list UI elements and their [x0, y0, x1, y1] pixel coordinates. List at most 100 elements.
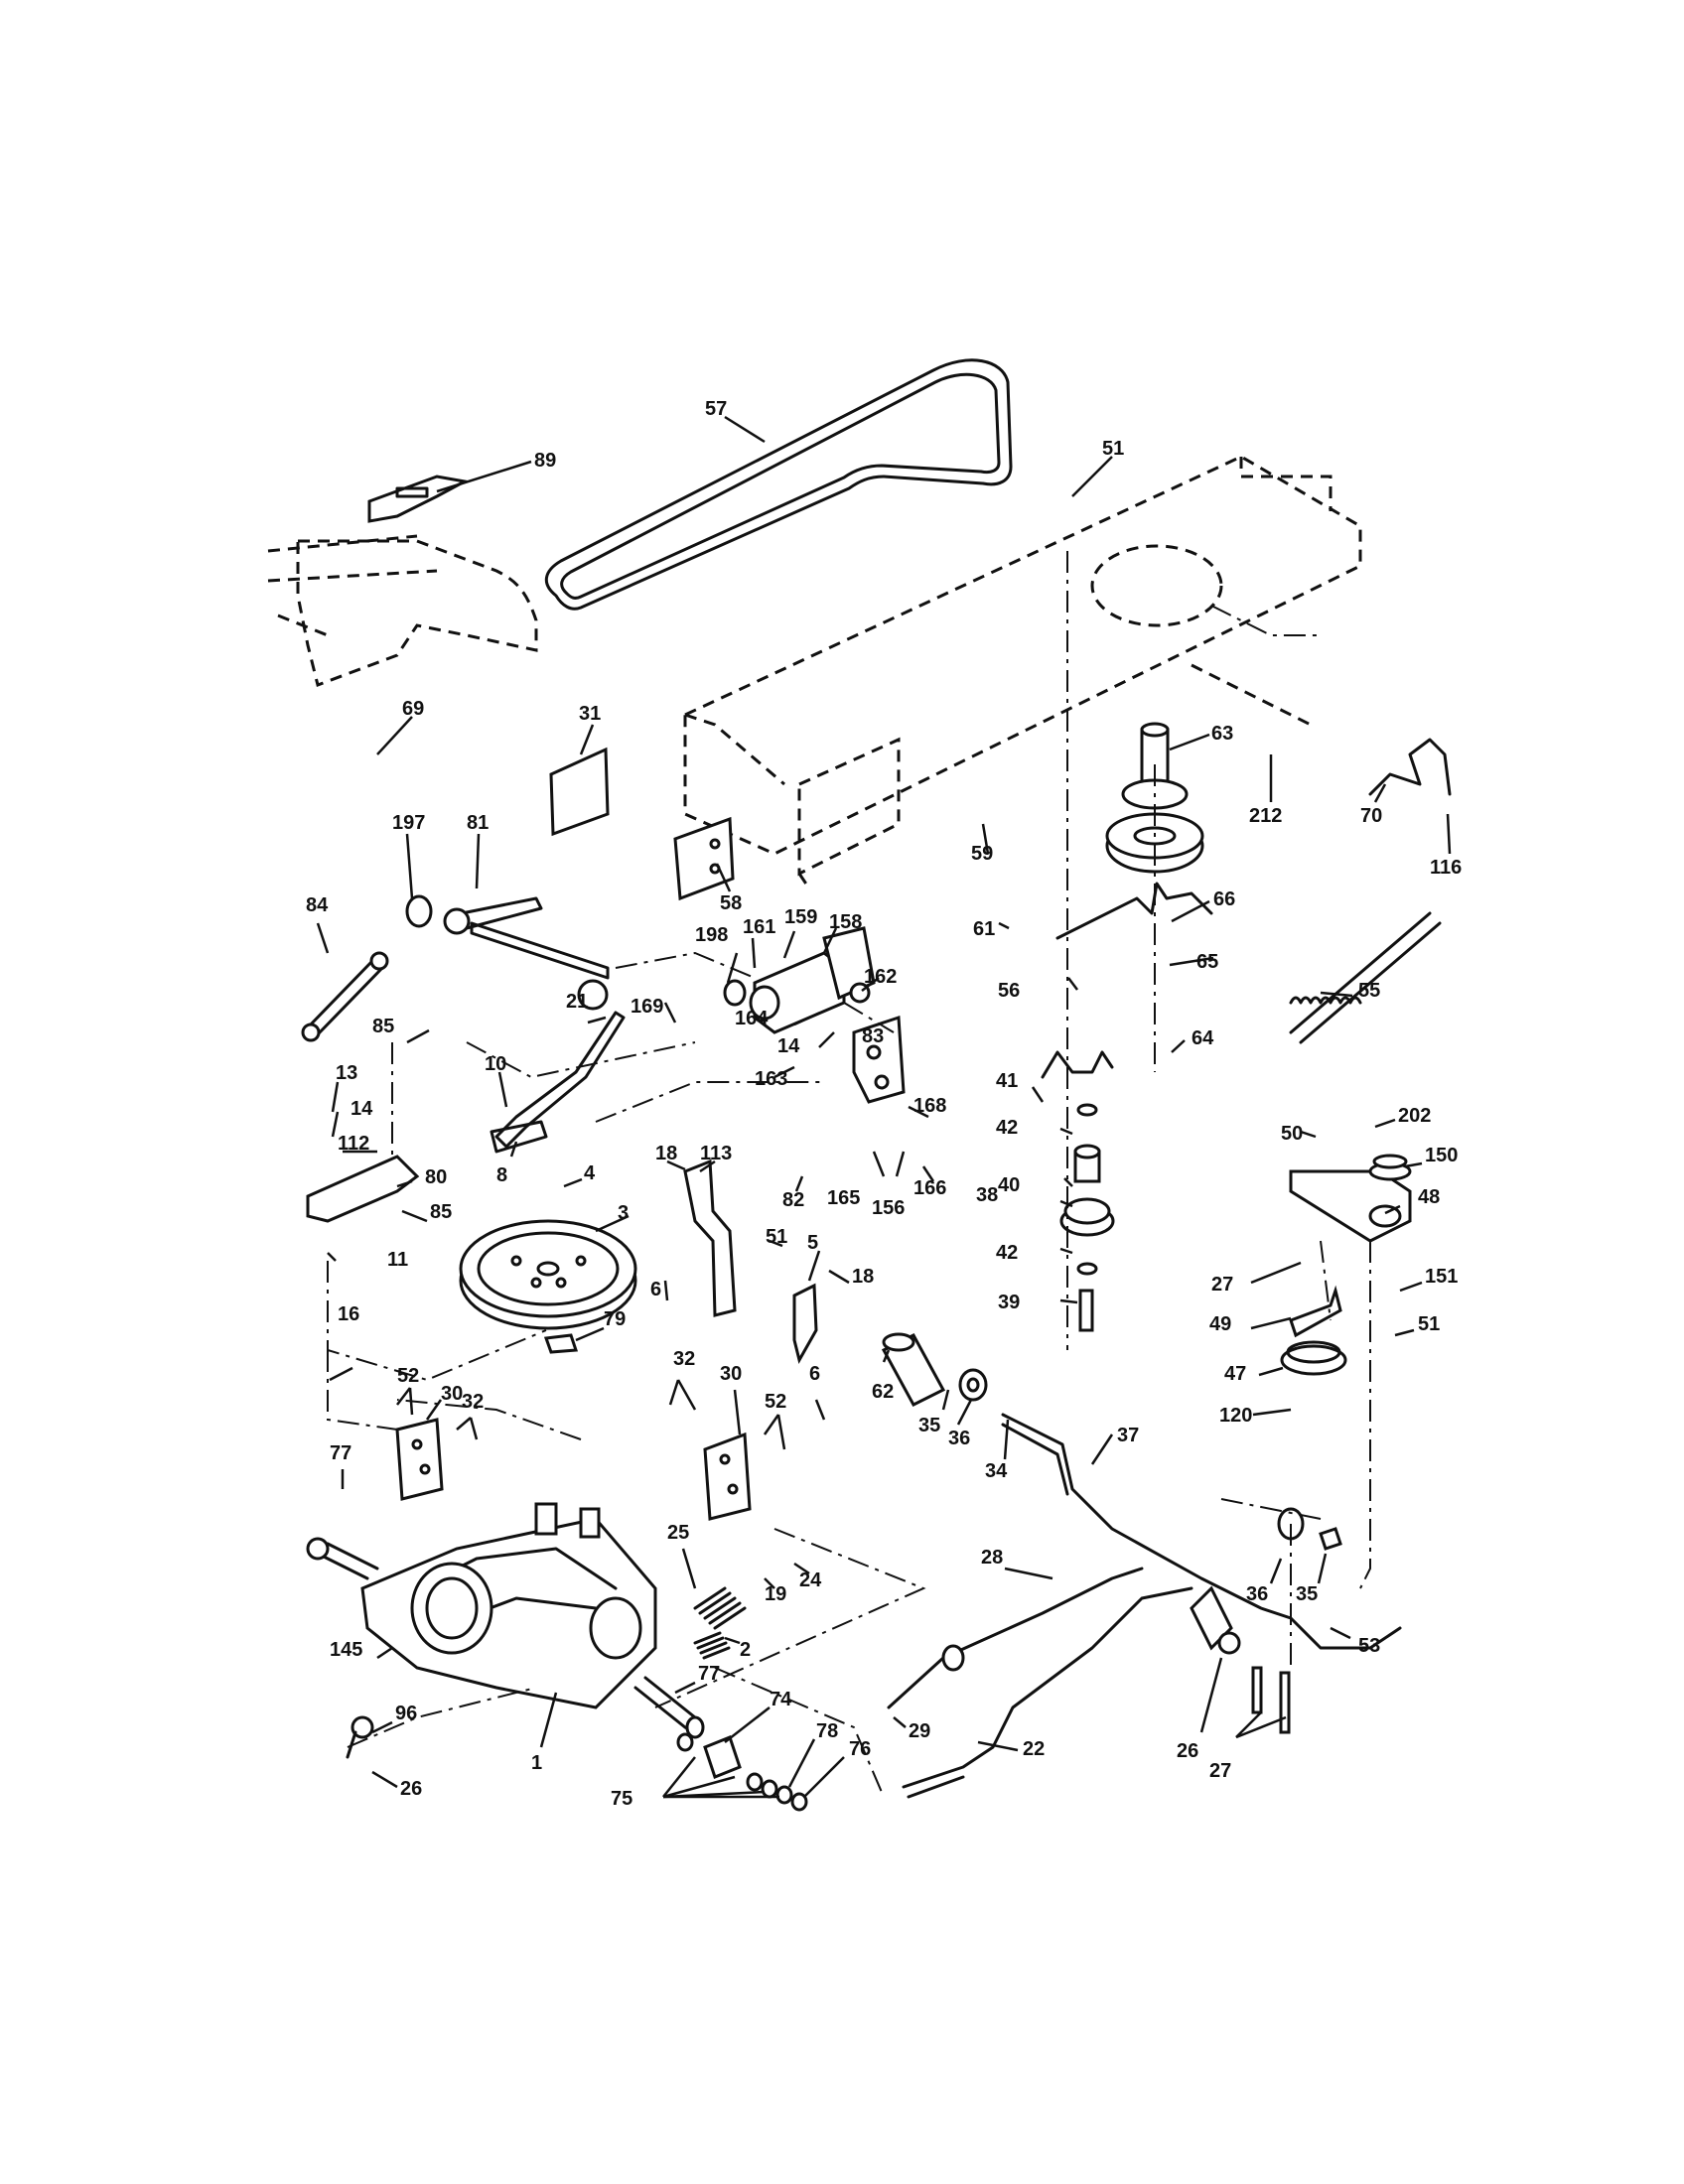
- shift-bracket-31: [549, 747, 610, 837]
- label-part-159: 159: [784, 906, 817, 928]
- label-part-84: 84: [306, 894, 329, 916]
- label-part-24: 24: [799, 1570, 822, 1591]
- label-part-29: 29: [909, 1720, 930, 1742]
- label-part-51: 51: [766, 1226, 787, 1248]
- label-part-113: 113: [700, 1143, 732, 1164]
- shift-lever-8: [490, 1011, 626, 1154]
- label-part-25: 25: [667, 1522, 689, 1544]
- label-part-166: 166: [913, 1177, 946, 1199]
- label-part-47: 47: [1224, 1363, 1246, 1385]
- label-part-81: 81: [467, 812, 489, 834]
- rod-22: [902, 1586, 1193, 1799]
- label-part-40: 40: [998, 1174, 1020, 1196]
- label-part-197: 197: [392, 812, 425, 834]
- spring-55: [1289, 911, 1442, 1044]
- label-part-77: 77: [698, 1663, 720, 1685]
- label-part-165: 165: [827, 1187, 860, 1209]
- label-part-77: 77: [330, 1442, 351, 1464]
- label-part-26: 26: [1177, 1740, 1198, 1762]
- label-part-53: 53: [1358, 1635, 1380, 1657]
- label-part-18: 18: [655, 1143, 677, 1164]
- bushing-197: [405, 894, 433, 928]
- label-part-83: 83: [862, 1025, 884, 1047]
- label-part-85: 85: [430, 1201, 452, 1223]
- label-part-164: 164: [735, 1008, 769, 1029]
- label-part-89: 89: [534, 450, 556, 472]
- label-part-52: 52: [397, 1365, 419, 1387]
- label-part-28: 28: [981, 1547, 1003, 1569]
- label-part-145: 145: [330, 1639, 362, 1661]
- bracket-30-right: [703, 1432, 752, 1521]
- label-part-27: 27: [1211, 1274, 1233, 1296]
- label-part-79: 79: [604, 1308, 626, 1330]
- label-part-69: 69: [402, 698, 424, 720]
- label-part-156: 156: [872, 1197, 905, 1219]
- label-part-21: 21: [566, 991, 588, 1013]
- label-part-151: 151: [1425, 1266, 1458, 1288]
- callout-labels: 57 89 51 69 31 63 212 70 116 197 81 58 5…: [306, 398, 1462, 1810]
- idler-spindle-63: [1105, 722, 1204, 874]
- reference-lines: [327, 551, 1371, 1798]
- label-part-4: 4: [584, 1162, 596, 1184]
- label-part-64: 64: [1192, 1027, 1214, 1049]
- label-part-55: 55: [1358, 980, 1380, 1002]
- label-part-169: 169: [631, 996, 663, 1018]
- rod-34: [1001, 1413, 1402, 1650]
- shift-knob-21: [577, 979, 609, 1011]
- nut-35-right: [1319, 1527, 1342, 1551]
- label-part-2: 2: [740, 1639, 751, 1661]
- label-part-30: 30: [441, 1383, 463, 1405]
- label-part-56: 56: [998, 980, 1020, 1002]
- bracket-165: [852, 1015, 906, 1104]
- label-part-82: 82: [782, 1189, 804, 1211]
- label-part-39: 39: [998, 1292, 1020, 1313]
- label-part-37: 37: [1117, 1425, 1139, 1446]
- tractor-frame-outline: [683, 455, 1362, 889]
- label-part-34: 34: [985, 1460, 1008, 1482]
- label-part-35: 35: [1296, 1583, 1318, 1605]
- pulley-47: [1280, 1340, 1347, 1376]
- label-part-212: 212: [1249, 805, 1282, 827]
- label-part-51: 51: [1102, 438, 1124, 460]
- label-part-19: 19: [765, 1583, 786, 1605]
- label-part-74: 74: [770, 1689, 792, 1710]
- bolts-27-right: [1251, 1666, 1291, 1734]
- label-part-70: 70: [1360, 805, 1382, 827]
- bracket-5: [792, 1283, 818, 1365]
- label-part-150: 150: [1425, 1145, 1458, 1166]
- label-part-63: 63: [1211, 723, 1233, 745]
- shift-shaft-81: [443, 896, 610, 980]
- washer-36-top: [958, 1368, 988, 1402]
- drive-belt: [545, 358, 1013, 611]
- label-part-202: 202: [1398, 1105, 1431, 1127]
- label-part-57: 57: [705, 398, 727, 420]
- label-part-35: 35: [918, 1415, 940, 1436]
- label-part-80: 80: [425, 1166, 447, 1188]
- label-part-59: 59: [971, 843, 993, 865]
- label-part-26: 26: [400, 1778, 422, 1800]
- label-part-158: 158: [829, 911, 862, 933]
- label-part-27: 27: [1209, 1760, 1231, 1782]
- label-part-22: 22: [1023, 1738, 1045, 1760]
- dash-panel-outline: [267, 534, 538, 687]
- label-part-163: 163: [755, 1068, 787, 1090]
- bushing-62: [881, 1332, 946, 1407]
- label-part-3: 3: [618, 1202, 629, 1224]
- label-part-42: 42: [996, 1117, 1018, 1139]
- bracket-30-left: [395, 1418, 444, 1501]
- label-part-112: 112: [338, 1133, 369, 1155]
- label-part-116: 116: [1430, 857, 1462, 879]
- label-part-32: 32: [462, 1391, 484, 1413]
- label-part-14: 14: [351, 1098, 373, 1120]
- spring-25: [693, 1586, 747, 1630]
- label-part-168: 168: [913, 1095, 946, 1117]
- rod-28: [887, 1567, 1144, 1709]
- rod-84: [301, 951, 389, 1042]
- label-part-50: 50: [1281, 1123, 1303, 1145]
- label-part-120: 120: [1219, 1405, 1252, 1427]
- leader-lines: [316, 415, 1452, 1799]
- label-part-49: 49: [1209, 1313, 1231, 1335]
- idler-arm-66: [1055, 882, 1213, 940]
- bracket-26-right: [1190, 1585, 1241, 1655]
